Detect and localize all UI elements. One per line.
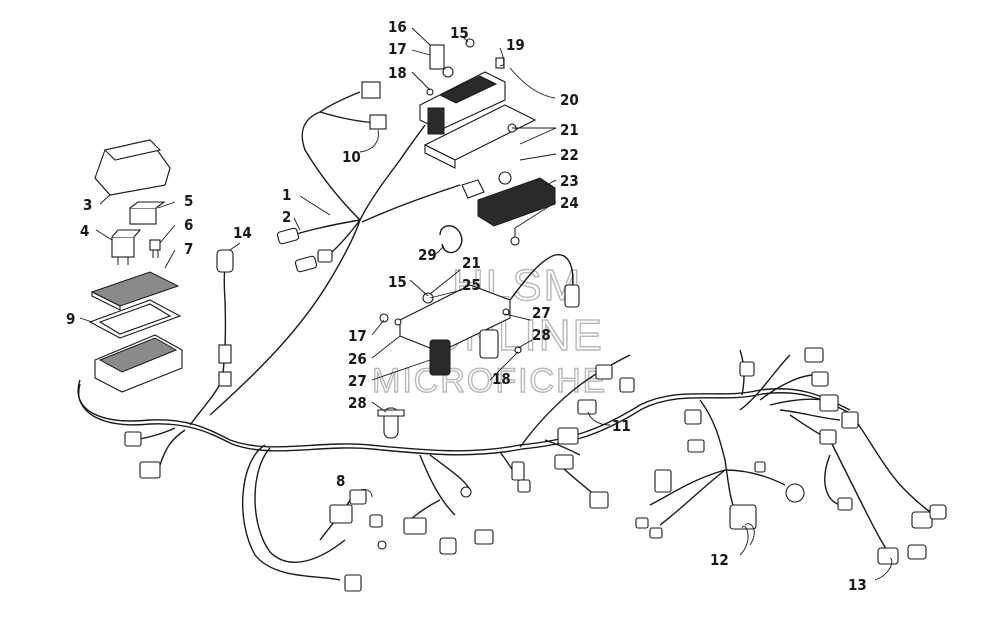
callout-2: 2 [282, 208, 291, 226]
callout-16: 16 [388, 18, 407, 36]
callout-15-mid: 15 [388, 273, 407, 291]
callout-14: 14 [233, 224, 252, 242]
fuse [149, 239, 161, 258]
callout-21-top: 21 [560, 121, 579, 139]
callout-11: 11 [612, 417, 631, 435]
callout-21-mid: 21 [462, 254, 481, 272]
fuse-board [90, 271, 180, 311]
callout-18-top: 18 [388, 64, 407, 82]
callout-4: 4 [80, 222, 89, 240]
callout-25: 25 [462, 276, 481, 294]
callout-20: 20 [560, 91, 579, 109]
sensor-plug [216, 249, 234, 387]
fuse-box-base [94, 334, 183, 393]
connector-cluster-lower [124, 431, 531, 592]
screw-item-24 [510, 228, 520, 246]
callout-27-right: 27 [532, 304, 551, 322]
callout-6: 6 [184, 216, 193, 234]
fuse-box-gasket [88, 299, 182, 339]
connector-cluster-center [554, 364, 635, 509]
connector-cluster-right [635, 347, 947, 565]
callout-22: 22 [560, 146, 579, 164]
bracket-assembly [379, 254, 580, 376]
callout-5: 5 [184, 192, 193, 210]
plug-item-28 [377, 407, 405, 439]
harness-connectors-left [276, 227, 333, 273]
callout-28-right: 28 [532, 326, 551, 344]
callout-9: 9 [66, 310, 75, 328]
callout-10: 10 [342, 148, 361, 166]
callout-12: 12 [710, 551, 729, 569]
relay-large [129, 201, 166, 225]
callout-29: 29 [418, 246, 437, 264]
callout-labels: 1 2 3 4 5 6 7 8 9 10 11 12 13 14 15 15 1… [66, 18, 867, 594]
callout-1: 1 [282, 186, 291, 204]
voltage-regulator [461, 171, 556, 227]
relay-small [111, 229, 142, 265]
callout-17-top: 17 [388, 40, 407, 58]
callout-24: 24 [560, 194, 579, 212]
ecu-module-assembly [419, 38, 537, 169]
callout-7: 7 [184, 240, 193, 258]
callout-19: 19 [506, 36, 525, 54]
callout-13: 13 [848, 576, 867, 594]
watermark-line3: MICROFICHE [372, 362, 607, 400]
callout-17-mid: 17 [348, 327, 367, 345]
connector-item-10 [361, 81, 387, 130]
fuse-box-cover [94, 139, 171, 196]
callout-27-left: 27 [348, 372, 367, 390]
callout-28-left: 28 [348, 394, 367, 412]
callout-26: 26 [348, 350, 367, 368]
callout-18-mid: 18 [492, 370, 511, 388]
callout-23: 23 [560, 172, 579, 190]
cable-band [439, 225, 463, 254]
callout-15-top: 15 [450, 24, 469, 42]
callout-3: 3 [83, 196, 92, 214]
leader-lines [79, 27, 893, 581]
callout-8: 8 [336, 472, 345, 490]
